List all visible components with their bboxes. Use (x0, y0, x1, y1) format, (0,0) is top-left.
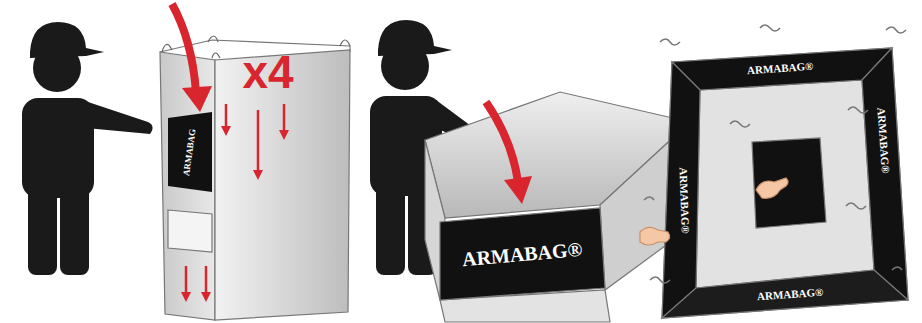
liner-floor (752, 138, 826, 228)
brand-name: ARMABAG® (677, 167, 690, 234)
small-arrow (257, 110, 260, 172)
hand (640, 178, 788, 245)
leg (376, 178, 405, 275)
big-arrow (172, 4, 196, 92)
bag-outline (662, 48, 908, 318)
side-panel (862, 48, 908, 300)
shake-mark (892, 267, 902, 270)
arrow-head (181, 292, 191, 302)
shake-mark (660, 39, 680, 45)
side-panel (672, 48, 892, 90)
leg (28, 180, 57, 275)
hand (640, 227, 670, 245)
quantity-label: x4 (242, 49, 293, 95)
bulk-bag (160, 36, 350, 320)
lined-bag (662, 48, 908, 318)
big-arrow (486, 102, 518, 182)
arrow-head (201, 292, 211, 302)
arrow-head (182, 86, 212, 112)
shake-mark (644, 197, 654, 200)
shake-mark (846, 203, 866, 209)
leg (60, 180, 89, 275)
shake-mark (650, 277, 670, 283)
shake-mark (848, 107, 868, 113)
open-bag (425, 92, 690, 322)
bag-face (215, 50, 350, 320)
liner-floor (440, 208, 605, 300)
side-panel (662, 270, 908, 318)
bag-face (160, 52, 215, 320)
side-panel (662, 62, 700, 318)
arrow-head (221, 126, 231, 136)
small-arrow (185, 266, 188, 294)
small-arrow (225, 104, 228, 128)
small-arrow (205, 266, 208, 294)
small-arrow (283, 104, 286, 132)
hand (756, 178, 788, 198)
head (381, 42, 429, 90)
liner-board (168, 112, 212, 192)
head (33, 44, 81, 92)
shake-mark (730, 121, 750, 127)
worker-silhouette (22, 22, 153, 275)
arrow-head (279, 130, 289, 140)
shake-marks (644, 25, 906, 283)
document-pocket (168, 210, 212, 252)
place-arrow (486, 102, 532, 204)
arm (86, 102, 153, 134)
arrow-head (253, 170, 263, 180)
arrow-head (504, 176, 532, 204)
shake-mark (760, 25, 780, 31)
bag-inner-wall (696, 80, 874, 288)
shake-mark (886, 27, 906, 33)
